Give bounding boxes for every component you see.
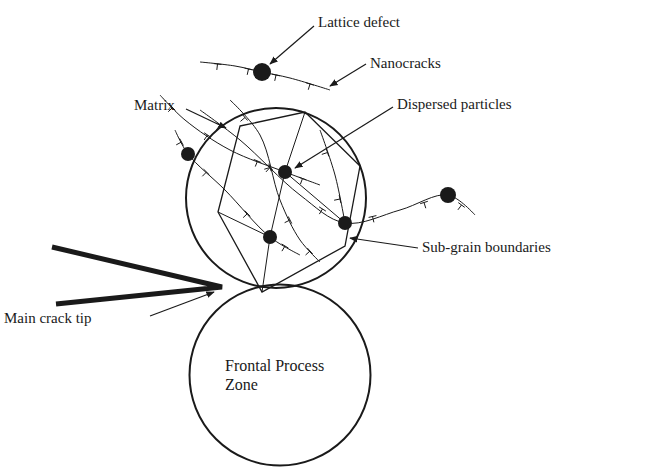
zone-outline — [188, 283, 372, 467]
dislocation-lines — [160, 62, 475, 262]
part-label: Lattice defect — [318, 14, 400, 31]
upper-zone-circle — [186, 108, 366, 288]
part-label: Matrix — [134, 97, 175, 114]
dispersed-particles — [181, 63, 456, 244]
part-label: Sub-grain boundaries — [422, 239, 551, 256]
part-label: Dispersed particles — [397, 96, 512, 113]
process-zone-circle: Frontal Process Zone — [188, 283, 372, 467]
zone-label: Frontal Process Zone — [225, 356, 343, 394]
part-label: Nanocracks — [370, 55, 441, 72]
part-label: Main crack tip — [4, 310, 91, 327]
main-crack — [52, 247, 222, 304]
sub-grain-inner — [218, 112, 345, 292]
